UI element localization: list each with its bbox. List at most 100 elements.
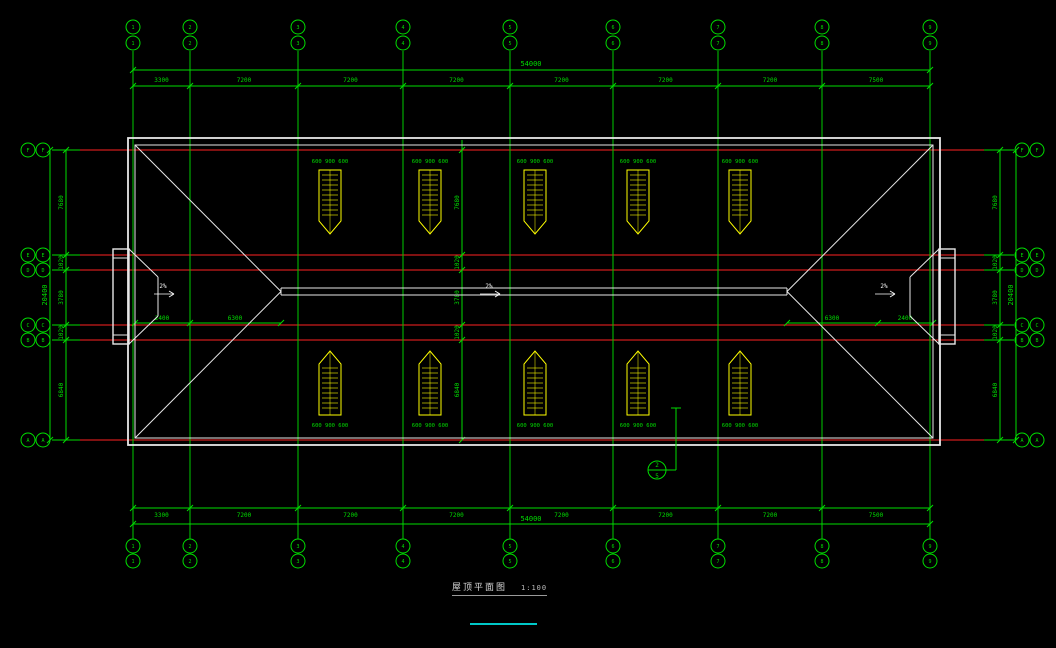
svg-text:C: C <box>1035 323 1038 329</box>
svg-text:8: 8 <box>820 544 823 550</box>
svg-text:9: 9 <box>928 25 931 31</box>
svg-text:3: 3 <box>296 41 299 47</box>
svg-text:B: B <box>41 338 44 344</box>
svg-text:B: B <box>1020 338 1023 344</box>
svg-text:2: 2 <box>188 25 191 31</box>
svg-text:5: 5 <box>508 544 511 550</box>
svg-text:7680: 7680 <box>454 195 461 210</box>
svg-text:600 900 600: 600 900 600 <box>312 423 348 429</box>
svg-text:E: E <box>1035 253 1038 259</box>
svg-text:1020: 1020 <box>58 255 65 270</box>
svg-text:7: 7 <box>716 544 719 550</box>
svg-text:1: 1 <box>131 559 134 565</box>
svg-text:600 900 600: 600 900 600 <box>412 159 448 165</box>
svg-text:7200: 7200 <box>658 77 673 84</box>
svg-text:54000: 54000 <box>520 515 541 523</box>
svg-text:600 900 600: 600 900 600 <box>517 423 553 429</box>
svg-text:E: E <box>41 253 44 259</box>
svg-text:7200: 7200 <box>237 512 252 519</box>
svg-text:2: 2 <box>188 559 191 565</box>
svg-text:6840: 6840 <box>992 382 999 397</box>
svg-text:D: D <box>1035 268 1038 274</box>
svg-text:1020: 1020 <box>454 255 461 270</box>
svg-text:F: F <box>1035 148 1038 154</box>
svg-text:3780: 3780 <box>454 290 461 305</box>
svg-text:600 900 600: 600 900 600 <box>722 159 758 165</box>
svg-text:1: 1 <box>131 544 134 550</box>
building-outline <box>112 137 956 446</box>
svg-text:7200: 7200 <box>343 512 358 519</box>
svg-text:6: 6 <box>611 559 614 565</box>
svg-text:6300: 6300 <box>825 315 840 322</box>
svg-text:600 900 600: 600 900 600 <box>312 159 348 165</box>
svg-text:A: A <box>26 438 29 444</box>
svg-text:3: 3 <box>296 544 299 550</box>
svg-text:9: 9 <box>928 559 931 565</box>
svg-text:5: 5 <box>508 41 511 47</box>
svg-text:7200: 7200 <box>763 77 778 84</box>
svg-text:7200: 7200 <box>343 77 358 84</box>
svg-text:2400: 2400 <box>155 315 170 322</box>
svg-text:3780: 3780 <box>992 290 999 305</box>
svg-text:7200: 7200 <box>658 512 673 519</box>
svg-text:7500: 7500 <box>869 512 884 519</box>
svg-text:4: 4 <box>401 559 404 565</box>
svg-text:C: C <box>26 323 29 329</box>
svg-text:600 900 600: 600 900 600 <box>517 159 553 165</box>
svg-text:B: B <box>1035 338 1038 344</box>
svg-text:1020: 1020 <box>992 325 999 340</box>
accent-underline <box>470 623 537 625</box>
svg-text:20400: 20400 <box>1007 284 1015 305</box>
svg-text:3: 3 <box>296 25 299 31</box>
svg-text:6840: 6840 <box>58 382 65 397</box>
svg-text:A: A <box>41 438 44 444</box>
svg-text:20400: 20400 <box>41 284 49 305</box>
svg-text:2: 2 <box>188 41 191 47</box>
svg-text:5: 5 <box>508 25 511 31</box>
svg-text:2%: 2% <box>880 283 888 290</box>
svg-text:7680: 7680 <box>58 195 65 210</box>
svg-text:3300: 3300 <box>154 512 169 519</box>
svg-text:2: 2 <box>188 544 191 550</box>
svg-text:7200: 7200 <box>449 77 464 84</box>
svg-text:3780: 3780 <box>58 290 65 305</box>
svg-text:F: F <box>1020 148 1023 154</box>
slope-annotations: 2%2%2% <box>154 283 896 298</box>
drawing-title: 屋顶平面图 <box>452 583 508 593</box>
svg-text:6300: 6300 <box>228 315 243 322</box>
svg-text:E: E <box>26 253 29 259</box>
svg-text:7200: 7200 <box>554 512 569 519</box>
svg-text:7: 7 <box>716 559 719 565</box>
svg-text:2: 2 <box>655 462 659 469</box>
svg-text:F: F <box>26 148 29 154</box>
svg-text:7200: 7200 <box>449 512 464 519</box>
svg-text:2400: 2400 <box>898 315 913 322</box>
roof-lines <box>128 144 940 439</box>
svg-text:D: D <box>26 268 29 274</box>
svg-text:6840: 6840 <box>454 382 461 397</box>
svg-text:1020: 1020 <box>992 255 999 270</box>
svg-text:A: A <box>1020 438 1023 444</box>
svg-text:600 900 600: 600 900 600 <box>620 423 656 429</box>
svg-text:4: 4 <box>401 544 404 550</box>
svg-text:7200: 7200 <box>237 77 252 84</box>
svg-text:7680: 7680 <box>992 195 999 210</box>
svg-text:6: 6 <box>611 41 614 47</box>
svg-text:F: F <box>41 148 44 154</box>
svg-text:D: D <box>41 268 44 274</box>
svg-text:E: E <box>1020 253 1023 259</box>
svg-text:C: C <box>1020 323 1023 329</box>
drawing-scale: 1:100 <box>521 584 548 592</box>
svg-text:1: 1 <box>131 25 134 31</box>
svg-text:4: 4 <box>401 25 404 31</box>
svg-text:600 900 600: 600 900 600 <box>412 423 448 429</box>
svg-text:A: A <box>1035 438 1038 444</box>
skylights: 600 900 600 600 900 600 600 900 600 600 900… <box>312 159 758 429</box>
svg-text:600 900 600: 600 900 600 <box>722 423 758 429</box>
svg-text:8: 8 <box>820 559 823 565</box>
svg-text:1020: 1020 <box>58 325 65 340</box>
